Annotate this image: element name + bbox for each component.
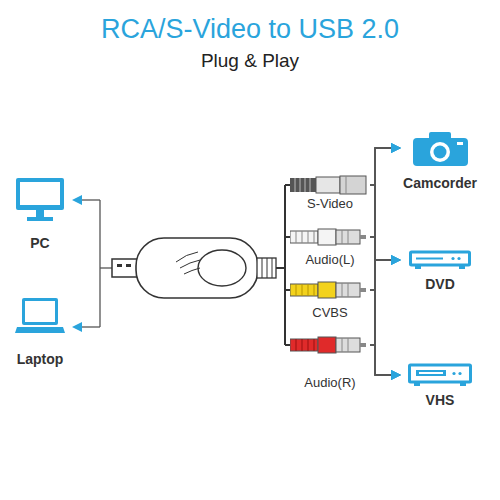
connector-arrow (370, 345, 400, 375)
diagram-title: RCA/S-Video to USB 2.0 (0, 14, 500, 45)
video-connector: CVBS (290, 280, 370, 320)
camcorder-node: Camcorder (400, 130, 480, 191)
connector-arrow (370, 260, 400, 345)
node-label: PC (5, 235, 75, 251)
svideo-symbol (290, 175, 370, 195)
vhs-node: VHS (400, 363, 480, 408)
arrow-head (72, 195, 82, 205)
vhs-symbol (408, 363, 472, 387)
node-label: CVBS (290, 305, 370, 320)
red-symbol (290, 335, 370, 355)
audio-connector: Audio(L) (290, 227, 370, 267)
laptop-node: Laptop (5, 298, 75, 367)
node-label: Laptop (5, 351, 75, 367)
node-label: VHS (400, 392, 480, 408)
yellow-symbol (290, 280, 370, 300)
node-label: Audio(L) (290, 252, 370, 267)
svideo-connector: S-Video (290, 175, 370, 211)
audio-connector: Audio(R) (290, 335, 370, 390)
host-bracket (80, 200, 112, 327)
node-label: S-Video (290, 196, 370, 211)
pc-node: PC (5, 178, 75, 251)
connector-arrow (370, 148, 400, 345)
pc-symbol (15, 178, 65, 222)
subtitle-label: Plug & Play (0, 50, 500, 72)
dvd-node: DVD (400, 250, 480, 292)
cable-split (276, 185, 292, 345)
node-label: Audio(R) (290, 375, 370, 390)
dvd-symbol (409, 250, 471, 270)
arrow-head (72, 322, 82, 332)
node-label: Camcorder (400, 175, 480, 191)
camera-symbol (413, 130, 468, 166)
adapter-body (136, 238, 258, 298)
usb-plug (112, 259, 137, 277)
laptop-symbol (15, 298, 65, 336)
white-symbol (290, 227, 370, 247)
strain-relief (257, 258, 276, 278)
node-label: DVD (400, 276, 480, 292)
